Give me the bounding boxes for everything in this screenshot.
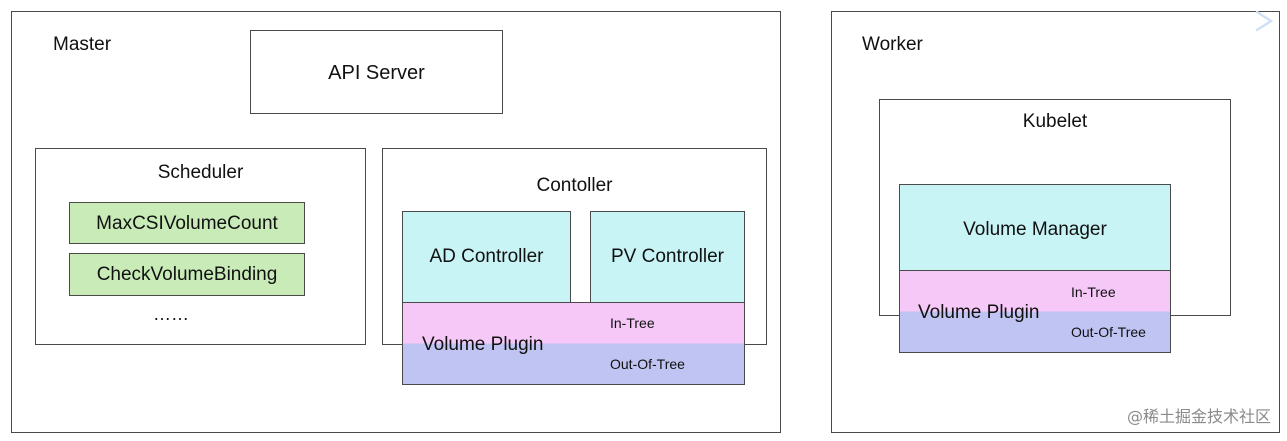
pv-controller-label: PV Controller bbox=[611, 246, 724, 267]
plugin-label: CheckVolumeBinding bbox=[96, 264, 278, 285]
out-of-tree-label: Out-Of-Tree bbox=[1071, 324, 1146, 340]
plugin-label: MaxCSIVolumeCount bbox=[96, 213, 278, 234]
volume-manager-box: Volume Manager bbox=[899, 184, 1171, 271]
volume-plugin-label: Volume Plugin bbox=[918, 302, 1040, 323]
scheduler-box: Scheduler bbox=[35, 148, 366, 345]
master-node: Master bbox=[11, 11, 781, 433]
api-server-label: API Server bbox=[328, 62, 425, 84]
volume-plugin-label: Volume Plugin bbox=[422, 334, 544, 355]
worker-title: Worker bbox=[862, 34, 923, 55]
in-tree-label: In-Tree bbox=[610, 315, 655, 331]
master-title: Master bbox=[53, 34, 112, 55]
pv-controller-box: PV Controller bbox=[590, 211, 745, 303]
scheduler-plugin-maxcsivolumecount: MaxCSIVolumeCount bbox=[69, 202, 305, 244]
api-server-box: API Server bbox=[250, 30, 503, 114]
worker-volume-plugin: Volume Plugin In-Tree Out-Of-Tree bbox=[899, 270, 1171, 353]
ad-controller-box: AD Controller bbox=[402, 211, 571, 303]
worker-node: Worker bbox=[831, 11, 1280, 433]
controller-title: Contoller bbox=[536, 175, 613, 196]
kubelet-title: Kubelet bbox=[1022, 111, 1088, 132]
scheduler-plugin-checkvolumebinding: CheckVolumeBinding bbox=[69, 253, 305, 296]
ad-controller-label: AD Controller bbox=[429, 246, 544, 267]
out-of-tree-label: Out-Of-Tree bbox=[610, 356, 685, 372]
scheduler-title: Scheduler bbox=[157, 162, 244, 183]
in-tree-label: In-Tree bbox=[1071, 284, 1116, 300]
scheduler-more-ellipsis: …… bbox=[153, 304, 189, 324]
corner-logo-icon bbox=[1255, 10, 1274, 32]
watermark-text: @稀土掘金技术社区 bbox=[1126, 407, 1271, 426]
volume-manager-label: Volume Manager bbox=[963, 219, 1107, 240]
master-volume-plugin: Volume Plugin In-Tree Out-Of-Tree bbox=[402, 302, 745, 385]
